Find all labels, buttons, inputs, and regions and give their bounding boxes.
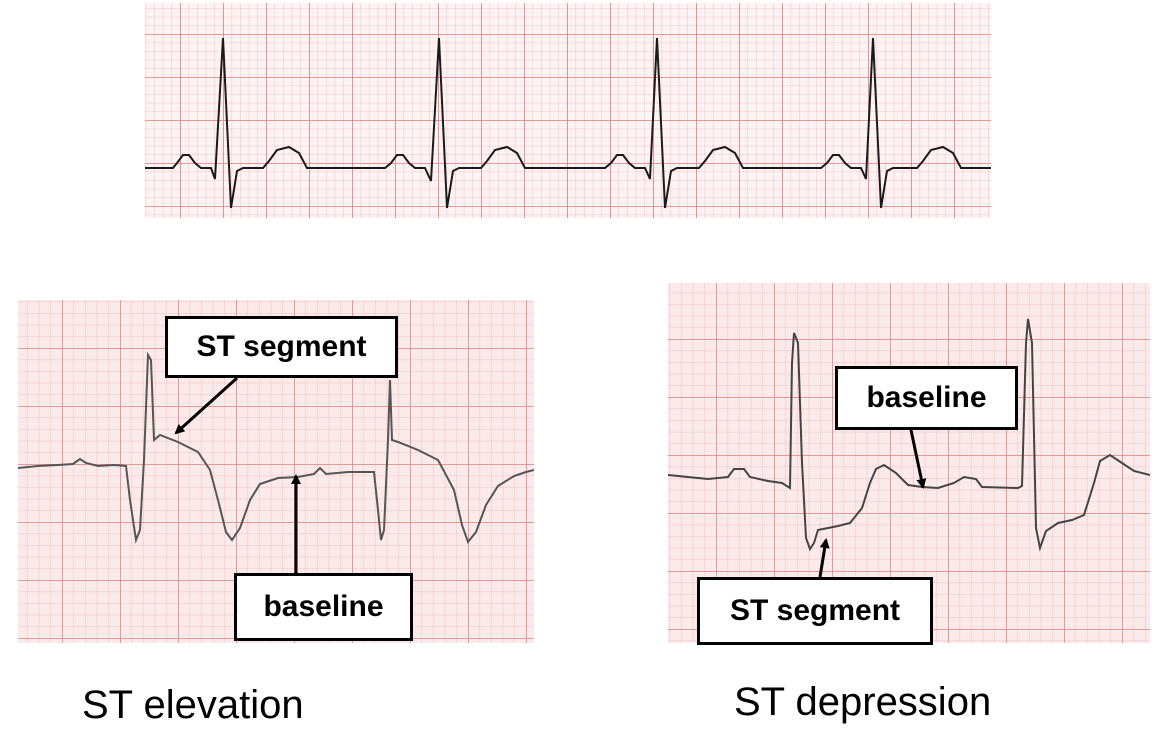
ecg-grid [145,3,991,218]
ecg-trace-normal [145,37,991,209]
ecg-normal-svg [145,3,991,218]
st-segment-label-depression: ST segment [697,577,933,645]
caption-st-elevation: ST elevation [82,683,304,727]
baseline-label-elevation: baseline [234,573,413,641]
ecg-strip-normal [145,3,991,218]
baseline-label-depression: baseline [835,366,1018,430]
ecg-trace-st-depression [668,318,1150,552]
st-segment-label-elevation: ST segment [165,316,398,378]
caption-st-depression: ST depression [734,680,992,724]
ecg-trace-st-elevation [18,351,534,545]
